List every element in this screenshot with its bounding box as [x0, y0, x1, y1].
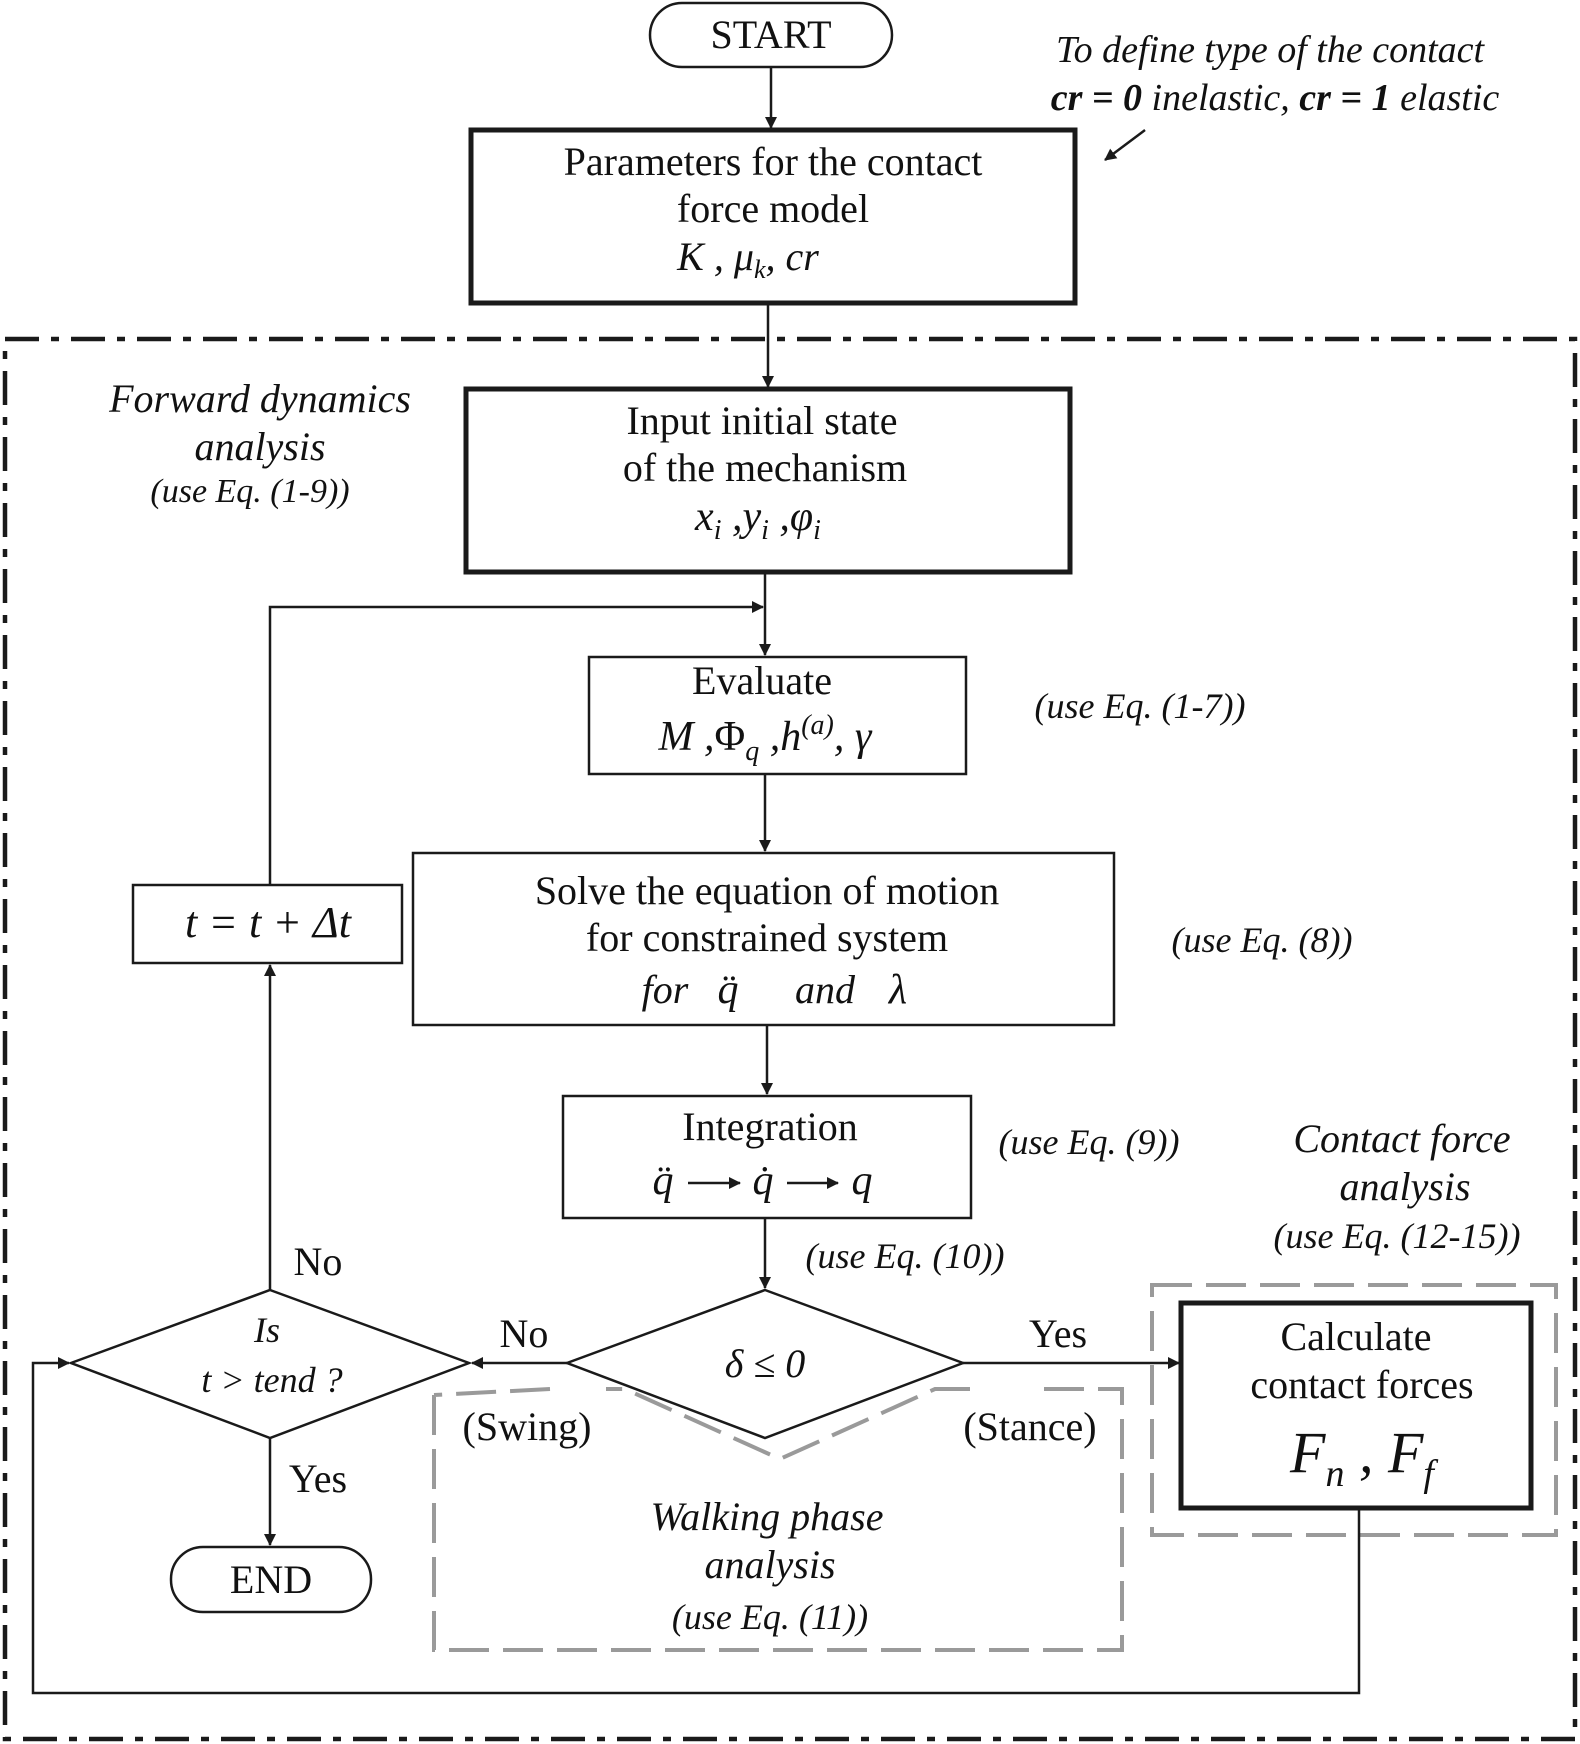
calculate-forces-box: [1178, 1300, 1534, 1511]
arrow-forces-return: [31, 1357, 1361, 1695]
label-yes-right: Yes: [1029, 1311, 1087, 1356]
contact-force-analysis-line1: Contact force: [1293, 1116, 1510, 1161]
params-line1: Parameters for the contact: [564, 139, 983, 184]
end-terminator: [169, 1545, 373, 1614]
evaluate-line1: Evaluate: [692, 658, 832, 703]
forward-dynamics-line1: Forward dynamics: [108, 376, 411, 421]
contact-force-analysis-eq: (use Eq. (12-15)): [1274, 1216, 1521, 1256]
walking-phase-frame: [432, 1387, 1124, 1652]
integration-eq: (use Eq. (9)): [999, 1122, 1180, 1162]
input-line2: of the mechanism: [623, 445, 907, 490]
solve-and: and: [795, 967, 856, 1012]
label-yes-down: Yes: [289, 1456, 347, 1501]
calculate-line1: Calculate: [1280, 1314, 1431, 1359]
solve-for: for: [642, 967, 689, 1012]
contact-type-note-line1: To define type of the contact: [1056, 29, 1486, 71]
params-line2: force model: [677, 186, 869, 231]
evaluate-box: [587, 655, 968, 776]
walking-phase-line2: analysis: [704, 1542, 835, 1587]
label-no-top: No: [294, 1239, 343, 1284]
input-state-box: [463, 386, 1073, 575]
solve-line2: for constrained system: [586, 915, 948, 960]
input-symbols: xi ,yi ,φi: [694, 494, 821, 546]
calculate-line2: contact forces: [1250, 1362, 1473, 1407]
integration-qd: q̇: [753, 1158, 774, 1204]
end-check-line1: Is: [253, 1310, 280, 1350]
solve-qdd: q̈: [718, 967, 739, 1013]
solve-lambda: λ: [887, 967, 907, 1013]
solve-line1: Solve the equation of motion: [535, 868, 999, 913]
integration-line1: Integration: [682, 1104, 858, 1149]
time-step-box: [131, 883, 404, 965]
contact-check-label: δ ≤ 0: [725, 1341, 806, 1386]
walking-phase-line1: Walking phase: [651, 1494, 884, 1539]
contact-check-diamond: [563, 1288, 967, 1440]
params-symbols: K , μk, cr: [676, 234, 819, 284]
evaluate-eq: (use Eq. (1-7)): [1035, 686, 1246, 726]
label-stance: (Stance): [963, 1404, 1096, 1449]
input-line1: Input initial state: [626, 398, 897, 443]
delta-eq: (use Eq. (10)): [806, 1236, 1005, 1276]
label-no-left: No: [500, 1311, 549, 1356]
integration-box: [561, 1094, 973, 1220]
solve-box: [411, 851, 1116, 1027]
forward-dynamics-frame: [2, 336, 1578, 1742]
contact-force-analysis-line2: analysis: [1339, 1164, 1470, 1209]
contact-force-frame: [1150, 1283, 1558, 1537]
arrow-timestep-loop-back: [268, 601, 764, 885]
calculate-symbols: Fn , Ff: [1289, 1420, 1438, 1495]
forward-dynamics-line2: analysis: [194, 424, 325, 469]
time-step-label: t = t + Δt: [185, 898, 353, 947]
contact-type-note-line2: cr = 0 inelastic, cr = 1 elastic: [1051, 77, 1500, 119]
walking-phase-eq: (use Eq. (11)): [672, 1597, 868, 1637]
contact-type-note-arrow: [1104, 129, 1146, 161]
start-label: START: [710, 12, 831, 57]
solve-eq: (use Eq. (8)): [1172, 920, 1353, 960]
integration-qdd: q̈: [653, 1158, 674, 1204]
label-swing: (Swing): [463, 1404, 592, 1449]
params-box: [468, 127, 1078, 306]
integration-q: q: [852, 1158, 873, 1204]
end-check-line2: t > tend ?: [201, 1360, 342, 1400]
evaluate-symbols: M ,Φq ,h(a), γ: [658, 710, 873, 767]
end-label: END: [230, 1557, 312, 1602]
forward-dynamics-eq: (use Eq. (1-9)): [150, 473, 349, 510]
